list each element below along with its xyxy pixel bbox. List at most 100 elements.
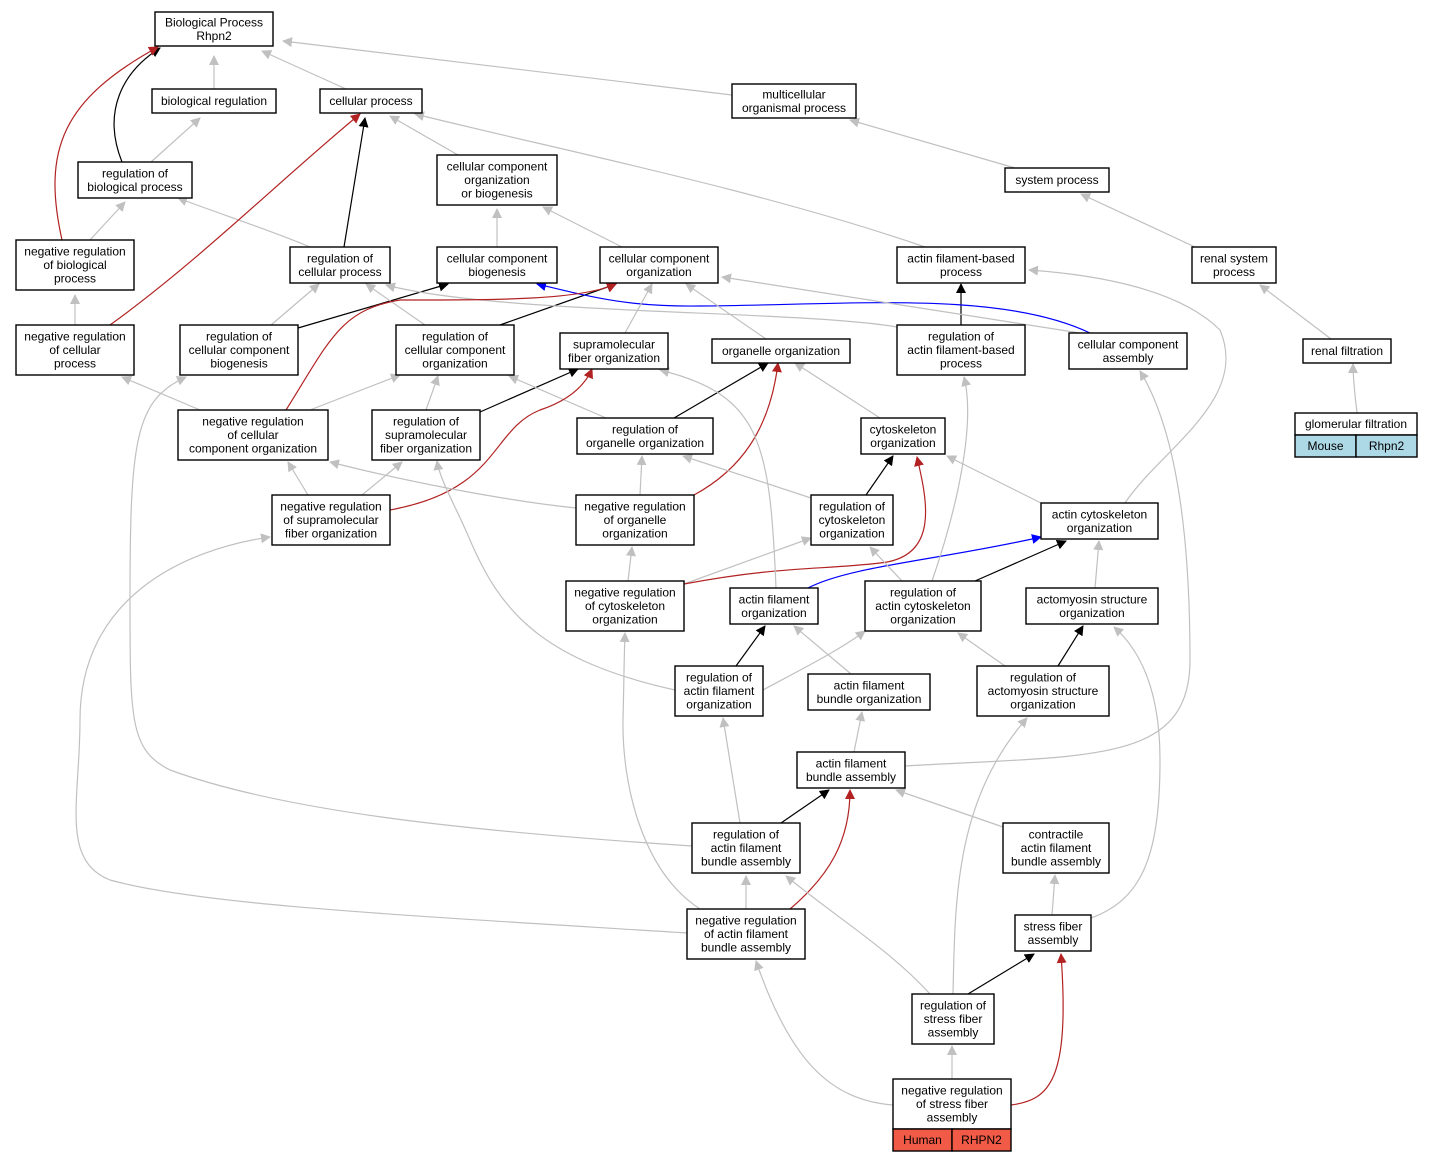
- go-term-node-organelle[interactable]: organelle organization: [711, 338, 851, 364]
- go-term-label-line: fiber organization: [380, 442, 472, 456]
- go-term-label-line: fiber organization: [568, 351, 660, 365]
- edge-is-a-multicell-to-bp: [282, 37, 733, 96]
- go-term-label-line: cellular component: [1078, 337, 1179, 351]
- edge-positively-regulates-actinfil-to-actincyto: [807, 534, 1042, 589]
- go-term-label-line: process: [940, 265, 982, 279]
- go-term-label-line: negative regulation: [280, 500, 381, 514]
- go-term-label-line: cellular component: [609, 251, 710, 265]
- go-term-label-line: regulation of: [1010, 671, 1077, 685]
- edge-layer: [54, 37, 1359, 1106]
- edge-is-a-negregorganelle-to-regorganelle: [636, 455, 647, 496]
- go-term-label-line: supramolecular: [573, 337, 655, 351]
- go-term-node-glom[interactable]: glomerular filtration: [1294, 412, 1418, 436]
- edge-part-of-regcyto-to-cytoorg: [865, 455, 894, 496]
- edge-is-a-regccorg-to-regcell: [365, 283, 426, 326]
- edge-is-a-organelle-to-ccorg: [685, 283, 767, 340]
- go-term-label-line: organization: [464, 173, 529, 187]
- edge-is-a-afbundleorg-to-actinfil: [793, 625, 852, 675]
- go-term-label-line: process: [54, 272, 96, 286]
- go-term-label-line: organization: [1010, 698, 1075, 712]
- edge-is-a-ccassembly-to-ccorg: [721, 273, 1081, 334]
- edge-is-a-negregstress-to-negregafbundle: [754, 960, 894, 1106]
- edge-part-of-regccorg-to-ccorg: [499, 282, 617, 326]
- go-term-label-line: negative regulation: [24, 245, 125, 259]
- edge-is-a-negregbio-to-regbio: [89, 201, 126, 241]
- go-term-label-line: bundle assembly: [1011, 855, 1101, 869]
- go-term-node-bioreg[interactable]: biological regulation: [151, 88, 277, 114]
- edge-part-of-regbio-to-bp: [113, 47, 161, 163]
- gene-label: RHPN2: [961, 1133, 1002, 1147]
- edge-is-a-sysproc-to-multicell: [849, 117, 1016, 169]
- edge-is-a-negregsupramol-to-negregccorg: [287, 461, 309, 496]
- go-term-label-line: regulation of: [102, 166, 169, 180]
- go-term-label-line: negative regulation: [202, 415, 303, 429]
- go-term-label-line: actin filament-based: [907, 343, 1014, 357]
- edge-part-of-regactomyosin-to-actomyosin: [1057, 625, 1084, 667]
- edge-is-a-regorganelle-to-regccorg: [508, 374, 607, 419]
- go-term-label-line: cellular component: [447, 251, 548, 265]
- edge-is-a-regbio-to-bioreg: [150, 117, 201, 163]
- go-term-label-line: actin filament: [1021, 841, 1092, 855]
- go-term-label-line: bundle assembly: [701, 941, 791, 955]
- go-term-label-line: organismal process: [742, 101, 846, 115]
- edge-is-a-regactinfil-to-regsupramol: [433, 460, 676, 691]
- go-term-label-line: actin filament: [739, 592, 810, 606]
- go-term-label-line: fiber organization: [285, 527, 377, 541]
- go-term-label-line: organization: [686, 698, 751, 712]
- edge-is-a-negregsupramol-to-regsupramol: [361, 461, 403, 496]
- go-term-node-cellproc[interactable]: cellular process: [319, 88, 423, 114]
- go-term-node-renalfilt[interactable]: renal filtration: [1302, 338, 1392, 364]
- go-term-label-line: organization: [870, 436, 935, 450]
- go-term-label-line: biogenesis: [468, 265, 525, 279]
- go-term-label-line: actin filament: [816, 756, 887, 770]
- go-term-label-line: of cellular: [49, 343, 100, 357]
- edge-negatively-regulates-negregccorg-to-ccorg: [285, 283, 617, 411]
- go-term-label-line: organization: [592, 613, 657, 627]
- edge-negatively-regulates-negregstress-to-stressfiber: [1010, 953, 1067, 1106]
- go-term-label-line: regulation of: [713, 828, 780, 842]
- go-term-node-sysproc[interactable]: system process: [1004, 167, 1110, 193]
- go-term-label-line: of organelle: [604, 513, 667, 527]
- go-term-label-line: negative regulation: [901, 1084, 1002, 1098]
- edge-is-a-actincyto-to-actinbased: [1028, 265, 1227, 504]
